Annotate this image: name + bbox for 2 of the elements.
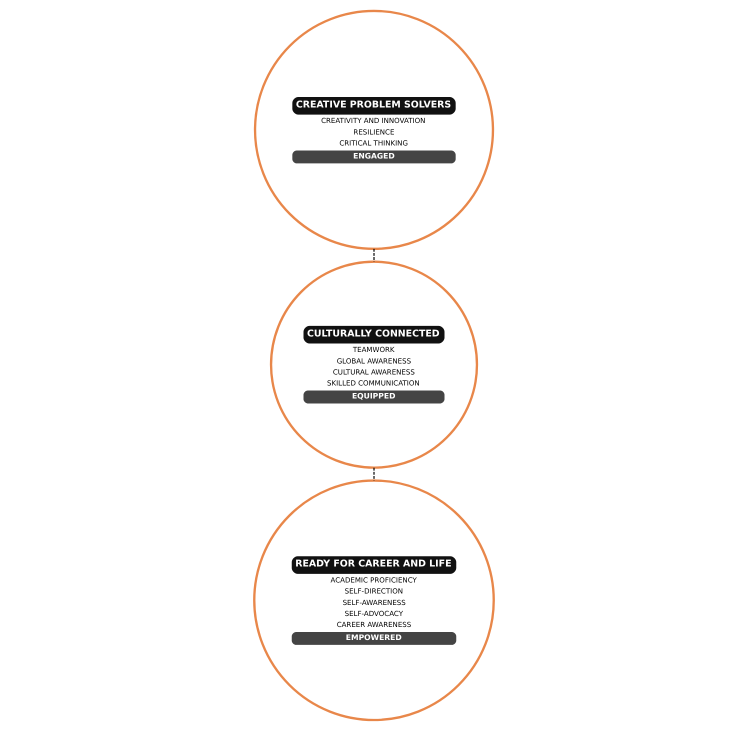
connector <box>372 248 374 262</box>
connector <box>372 468 374 481</box>
